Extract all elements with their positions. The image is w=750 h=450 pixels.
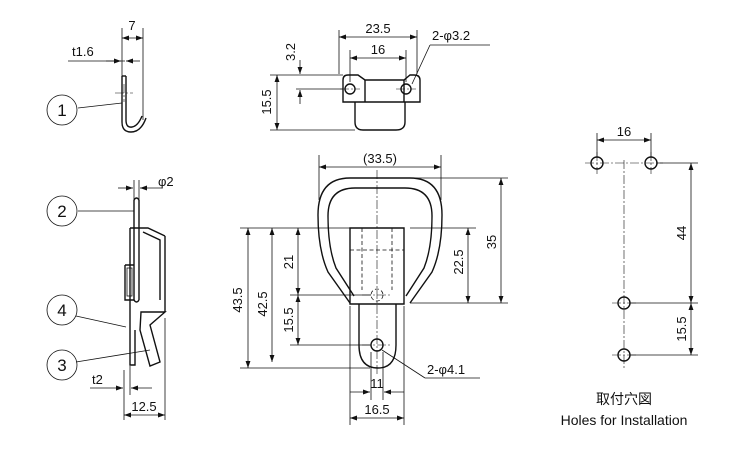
dim-front-hole-dia: 2-φ4.1 bbox=[427, 362, 465, 377]
dim-top-hole-dia: 2-φ3.2 bbox=[432, 28, 470, 43]
dim-top-hole-pitch: 16 bbox=[371, 42, 385, 57]
dim-loop-height: 35 bbox=[484, 235, 499, 249]
callout-2 bbox=[46, 195, 78, 227]
dim-loop-inner-height: 22.5 bbox=[451, 249, 466, 274]
dim-top-flange-height: 3.2 bbox=[283, 43, 298, 61]
side-view-top: 7 t1.6 1 bbox=[46, 18, 147, 133]
dim-body-width: 16.5 bbox=[364, 402, 389, 417]
installation-holes: 16 44 15.5 取付穴図 Holes for Installation bbox=[561, 124, 698, 428]
dim-hole-span-height: 42.5 bbox=[255, 291, 270, 316]
callout-2-label: 2 bbox=[57, 202, 66, 221]
dim-install-pitch-x: 16 bbox=[617, 124, 631, 139]
dim-tongue-width: 11 bbox=[370, 376, 384, 391]
dim-side-width: 7 bbox=[128, 18, 135, 33]
caption-en: Holes for Installation bbox=[561, 412, 688, 428]
front-view: (33.5) 22.5 35 43.5 42.5 21 15.5 11 16.5 bbox=[230, 151, 508, 425]
callout-1-label: 1 bbox=[57, 101, 66, 120]
dim-install-pitch-y2: 15.5 bbox=[674, 316, 689, 341]
side-view-assembly: φ2 t2 12.5 2 4 3 bbox=[46, 174, 174, 420]
callout-4 bbox=[46, 294, 78, 326]
dim-top-height: 15.5 bbox=[259, 89, 274, 114]
dim-base-depth: 12.5 bbox=[131, 399, 156, 414]
dim-loop-width: (33.5) bbox=[363, 151, 397, 166]
dim-top-hole-pitch-outer: 23.5 bbox=[365, 21, 390, 36]
callout-4-label: 4 bbox=[57, 301, 66, 320]
callout-3-label: 3 bbox=[57, 356, 66, 375]
callout-1 bbox=[46, 94, 78, 126]
caption-jp: 取付穴図 bbox=[596, 391, 652, 407]
callout-3 bbox=[46, 349, 78, 381]
dim-wire-dia: φ2 bbox=[158, 174, 174, 189]
dim-install-pitch-y: 44 bbox=[674, 226, 689, 240]
dim-total-height: 43.5 bbox=[230, 287, 245, 312]
dim-upper-segment: 21 bbox=[281, 255, 296, 269]
dim-base-thickness: t2 bbox=[92, 372, 103, 387]
dim-lower-segment: 15.5 bbox=[281, 307, 296, 332]
dim-side-thickness: t1.6 bbox=[72, 44, 94, 59]
top-view: 23.5 16 2-φ3.2 3.2 15.5 bbox=[259, 21, 490, 131]
